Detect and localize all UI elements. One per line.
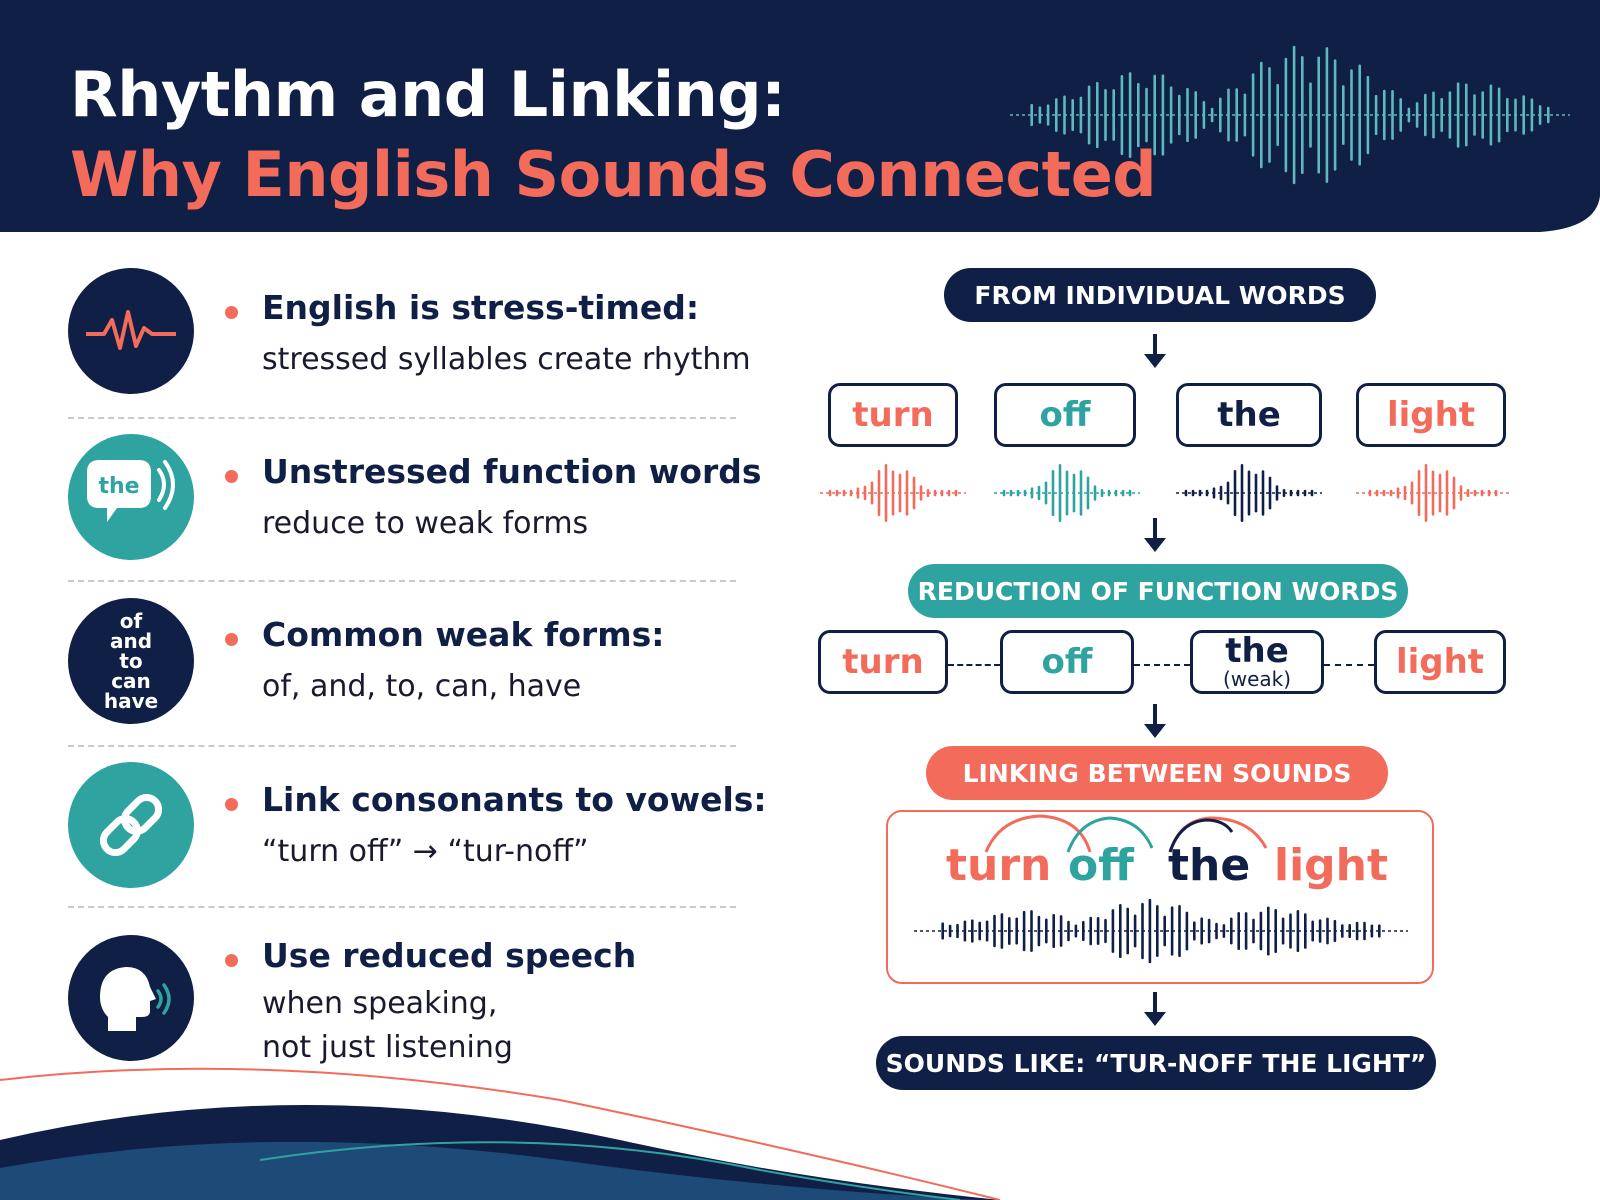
connected-soundwave-icon [914, 898, 1408, 964]
weak-form-word: of [119, 609, 143, 633]
arrow-down-icon [1144, 704, 1166, 738]
soundwave-off-icon [994, 464, 1140, 522]
item-text: stressed syllables create rhythm [262, 342, 751, 377]
linked-word-turn: turn [946, 840, 1052, 891]
speaking-head-icon [68, 935, 194, 1061]
step-reduction-label: REDUCTION OF FUNCTION WORDS [908, 564, 1408, 618]
weak-forms-word-list: of and to can have [104, 611, 158, 711]
arrow-down-icon [1144, 334, 1166, 368]
chain-link-icon [68, 762, 194, 888]
heartbeat-wave-icon [68, 268, 194, 394]
soundwave-turn-icon [820, 464, 966, 522]
speech-bubble-icon: the [68, 434, 194, 560]
title-line-2: Why English Sounds Connected [70, 138, 1157, 211]
reduced-word-box-the-weak: the (weak) [1190, 630, 1324, 694]
word-box-turn: turn [828, 383, 958, 447]
word-box-off: off [994, 383, 1136, 447]
item-text: reduce to weak forms [262, 506, 589, 541]
dashed-connector [1134, 664, 1190, 666]
item-text: when speaking, [262, 986, 498, 1021]
weak-form-word: have [103, 689, 159, 713]
linked-word-off: off [1068, 840, 1134, 891]
dashed-connector [948, 664, 1000, 666]
bullet [225, 306, 238, 319]
linking-example-box [886, 810, 1434, 984]
item-text: not just listening [262, 1030, 513, 1065]
divider [68, 906, 736, 908]
weak-forms-list-icon: of and to can have [68, 598, 194, 724]
divider [68, 745, 736, 747]
title-line-1: Rhythm and Linking: [70, 58, 786, 131]
weak-form-word: to [119, 649, 143, 673]
header-soundwave-icon [1010, 45, 1570, 185]
reduced-word-box-off: off [1000, 630, 1134, 694]
step-individual-words-label: FROM INDIVIDUAL WORDS [944, 268, 1376, 322]
weak-form-word: and [109, 629, 153, 653]
item-heading: Common weak forms: [262, 615, 665, 654]
item-heading: Link consonants to vowels: [262, 780, 767, 819]
dashed-connector [1324, 664, 1374, 666]
bullet [225, 633, 238, 646]
reduced-word-box-light: light [1374, 630, 1506, 694]
item-text: “turn off” → “tur-noff” [262, 834, 589, 869]
weak-tag: (weak) [1222, 667, 1292, 691]
speech-bubble-label: the [98, 474, 139, 499]
soundwave-light-icon [1356, 464, 1510, 522]
item-heading: English is stress-timed: [262, 288, 700, 327]
bullet [225, 798, 238, 811]
arrow-down-icon [1144, 992, 1166, 1026]
item-heading: Use reduced speech [262, 936, 637, 975]
divider [68, 580, 736, 582]
item-heading: Unstressed function words [262, 452, 762, 491]
bullet [225, 954, 238, 967]
word-box-light: light [1356, 383, 1506, 447]
header-banner: Rhythm and Linking: Why English Sounds C… [0, 0, 1600, 232]
linked-word-the: the [1168, 840, 1251, 891]
reduced-word-box-turn: turn [818, 630, 948, 694]
footer-decorative-waves [0, 1067, 1001, 1200]
reduced-word-the: the [1225, 631, 1289, 671]
item-text: of, and, to, can, have [262, 669, 582, 704]
linked-word-light: light [1274, 840, 1389, 891]
weak-form-word: can [111, 669, 151, 693]
arrow-down-icon [1144, 518, 1166, 552]
linking-arcs-icon [984, 814, 1268, 853]
bullet [225, 470, 238, 483]
divider [68, 417, 736, 419]
soundwave-the-icon [1176, 464, 1322, 522]
result-sounds-like-label: SOUNDS LIKE: “TUR-NOFF THE LIGHT” [876, 1036, 1436, 1090]
word-box-the: the [1176, 383, 1322, 447]
step-linking-label: LINKING BETWEEN SOUNDS [926, 746, 1388, 800]
header-background [0, 0, 1600, 232]
